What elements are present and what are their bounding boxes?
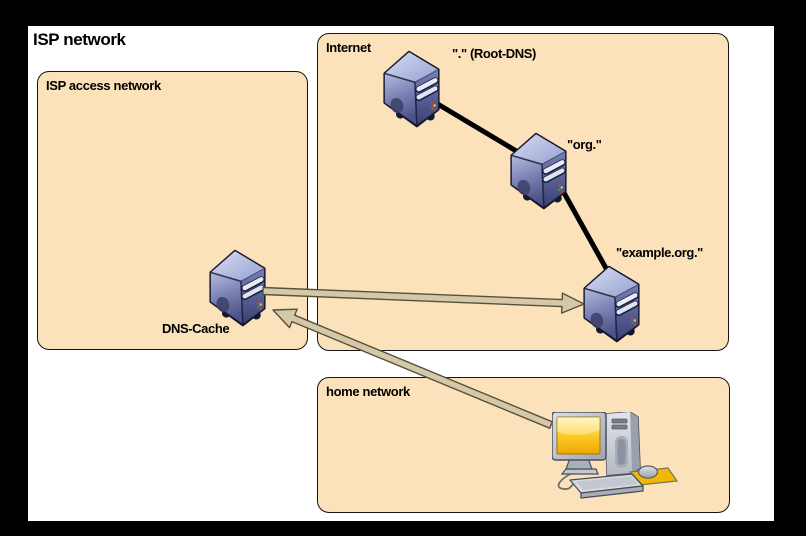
region-label-internet: Internet (326, 40, 371, 55)
region-label-isp-access: ISP access network (46, 78, 161, 93)
node-label-dns-cache: DNS-Cache (162, 321, 230, 336)
server-icon-dns-cache (206, 248, 268, 330)
server-icon-org (507, 131, 569, 213)
server-icon-root-dns (380, 49, 442, 131)
node-label-root-dns: "." (Root-DNS) (452, 46, 536, 61)
node-label-example-org: "example.org." (616, 245, 703, 260)
region-label-home-network: home network (326, 384, 410, 399)
diagram-title: ISP network (33, 30, 126, 49)
desktop-computer-icon (552, 412, 687, 507)
server-icon-example-org (580, 264, 642, 346)
node-label-org: "org." (567, 137, 602, 152)
